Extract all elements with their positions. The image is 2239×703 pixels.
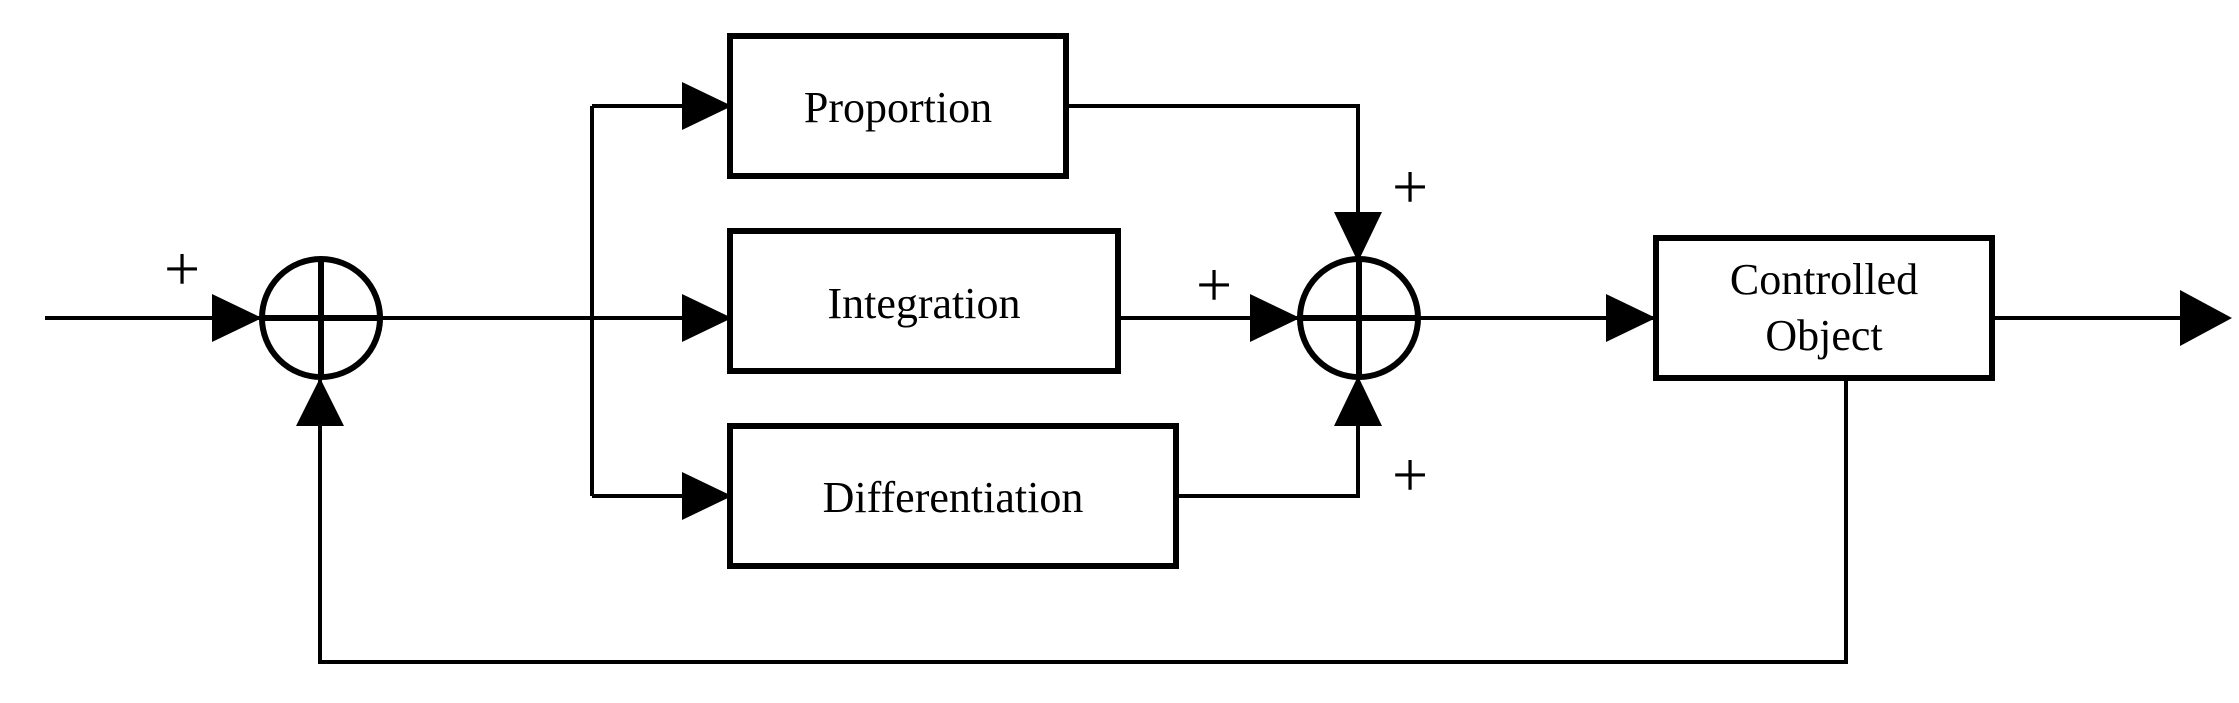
differentiation-output-line — [1176, 380, 1360, 498]
proportion-block: Proportion — [727, 33, 1069, 179]
input-arrowhead — [212, 294, 262, 342]
differentiation-label: Differentiation — [823, 473, 1084, 522]
proportion-arrowhead — [682, 82, 732, 130]
feedback-line — [318, 378, 1848, 664]
output-arrowhead — [2180, 290, 2232, 346]
sum-left-arrowhead — [1250, 294, 1300, 342]
signs: + + + + — [164, 151, 1428, 510]
plant-input-arrowhead — [1606, 294, 1656, 342]
proportion-plus-sign: + — [1392, 151, 1428, 222]
input-summing-junction — [259, 256, 383, 380]
differentiation-block: Differentiation — [727, 423, 1179, 569]
proportion-output-line — [1066, 104, 1360, 258]
integration-arrowhead — [682, 294, 732, 342]
controlled-object-label-line2: Object — [1765, 311, 1882, 360]
sum-bottom-arrowhead — [1334, 376, 1382, 426]
pid-summing-junction — [1297, 256, 1421, 380]
integration-plus-sign: + — [1196, 249, 1232, 320]
integration-block: Integration — [727, 228, 1121, 374]
differentiation-plus-sign: + — [1392, 439, 1428, 510]
signal-wires — [45, 104, 2180, 664]
controlled-object-block: Controlled Object — [1653, 235, 1995, 381]
differentiation-arrowhead — [682, 472, 732, 520]
arrowheads — [212, 82, 2232, 520]
controlled-object-label-line1: Controlled — [1730, 255, 1918, 304]
proportion-label: Proportion — [804, 83, 992, 132]
sum-top-arrowhead — [1334, 212, 1382, 262]
integration-label: Integration — [827, 279, 1020, 328]
input-plus-sign: + — [164, 233, 200, 304]
feedback-arrowhead — [296, 378, 344, 426]
